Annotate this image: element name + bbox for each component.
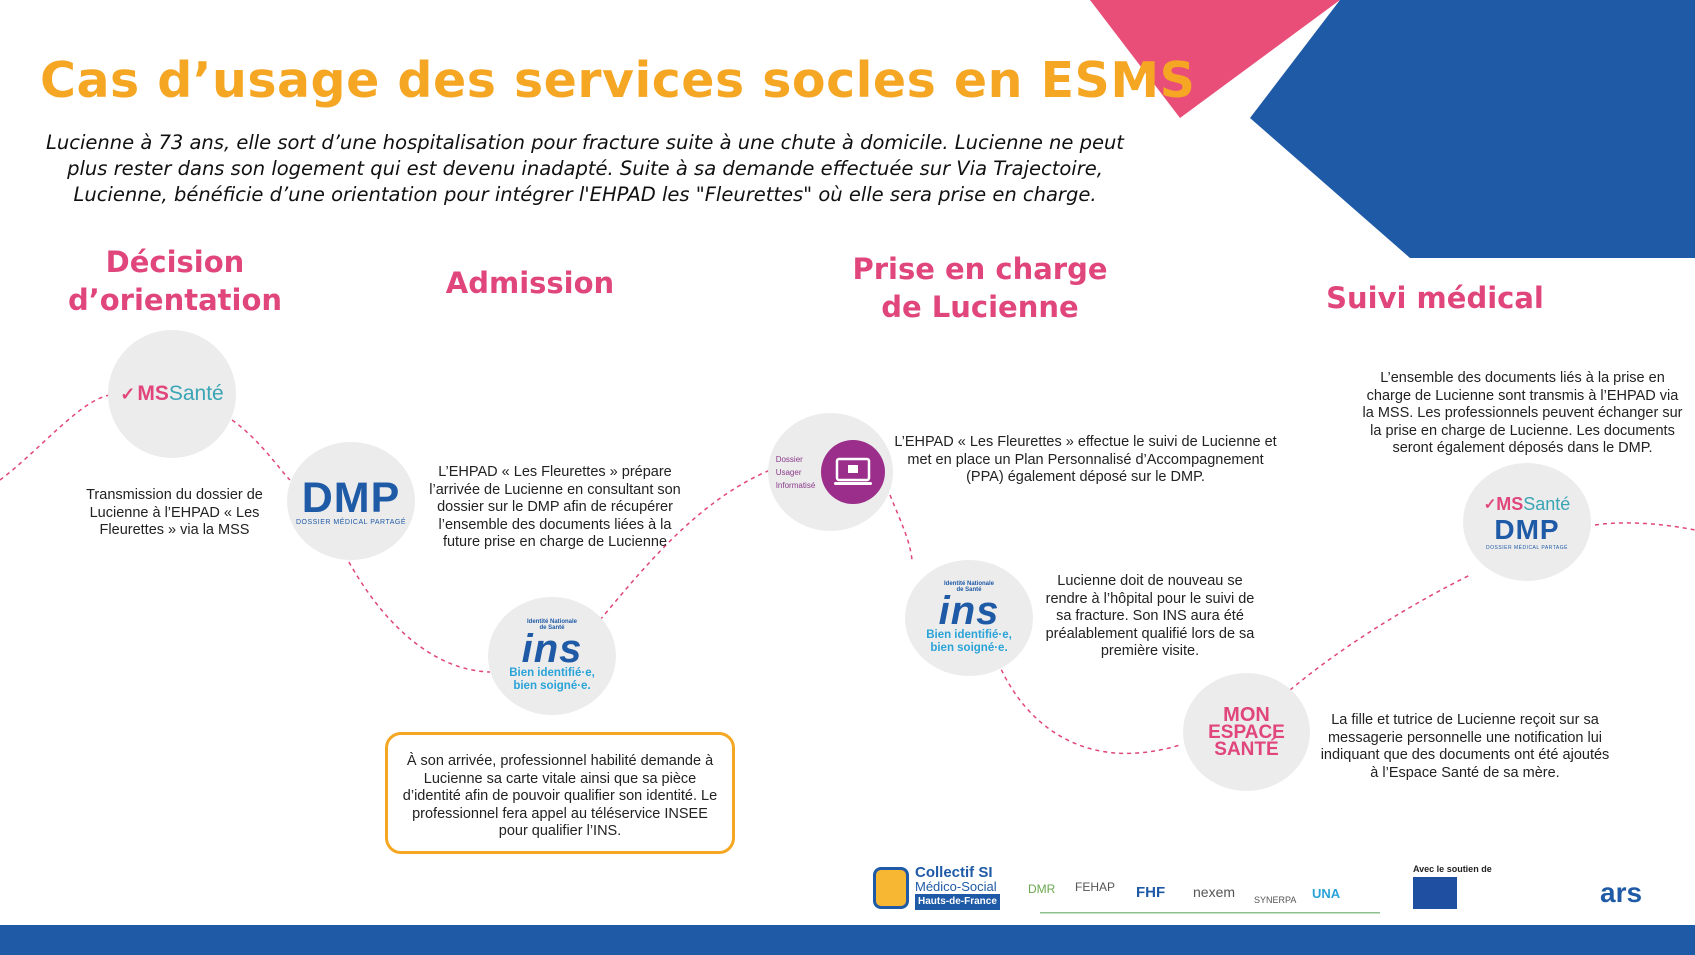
ins-logo-circle-2: Identité Nationale de Santé ins Bien ide… [905,560,1033,676]
text-hopital: Lucienne doit de nouveau se rendre à l’h… [1045,573,1255,659]
dui-logo-circle: Dossier Usager Informatisé [768,413,893,531]
partner-nexem: nexem [1193,884,1236,900]
partner-una: UNA [1312,886,1341,901]
partner-fehap: FEHAP [1075,880,1116,894]
step-suivi: Suivi médical [1326,281,1544,315]
text-transmission: Transmission du dossier de Lucienne à l’… [86,487,263,538]
computer-icon [821,440,886,504]
footer-bar [0,925,1695,955]
step-decision: Décision d’orientation [67,245,283,317]
mssante-check-icon: ✓ [120,383,136,404]
ars-logo: ars [1600,877,1643,908]
partner-dmr: DMR [1028,882,1056,896]
journey-path [0,394,1695,755]
collectif-logo: Collectif SI Médico-Social Hauts-de-Fran… [873,865,1000,910]
ins-logo: ins [521,627,583,671]
note-text: À son arrivée, professionnel habilité de… [402,753,718,839]
step-admission: Admission [445,266,615,300]
ins-logo-circle-1: Identité Nationale de Santé ins Bien ide… [488,597,616,715]
mssante-check-icon: ✓ [1483,496,1497,513]
dui-labels: Dossier Usager Informatisé [775,454,816,490]
mon-espace-sante-circle: MON ESPACE SANTÉ [1183,673,1310,791]
text-notification: La fille et tutrice de Lucienne reçoit s… [1320,712,1610,781]
note-box: À son arrivée, professionnel habilité de… [385,732,735,854]
text-documents: L’ensemble des documents liés à la prise… [1362,370,1683,456]
partner-fhf: FHF [1136,884,1166,901]
eu-flag-icon [1413,877,1457,909]
dmp-logo: DMP [1494,513,1560,545]
step-prise-en-charge: Prise en charge de Lucienne [852,252,1108,324]
text-admission: L’EHPAD « Les Fleurettes » prépare l’arr… [429,464,681,550]
ins-logo: ins [938,589,1000,633]
page-title: Cas d’usage des services socles en ESMS [40,52,1196,109]
dmp-logo-circle: DMP DOSSIER MÉDICAL PARTAGÉ [287,442,415,560]
intro-text: Lucienne à 73 ans, elle sort d’une hospi… [46,131,1124,206]
mon-espace-sante-logo: MON ESPACE SANTÉ [1208,703,1285,760]
footer-line [1040,912,1380,914]
partner-synerpa: SYNERPA [1254,895,1297,905]
soutien-label: Avec le soutien de [1413,864,1492,874]
dmp-logo: DMP [301,473,401,522]
text-ppa: L’EHPAD « Les Fleurettes » effectue le s… [894,434,1277,485]
collectif-icon [873,867,909,909]
